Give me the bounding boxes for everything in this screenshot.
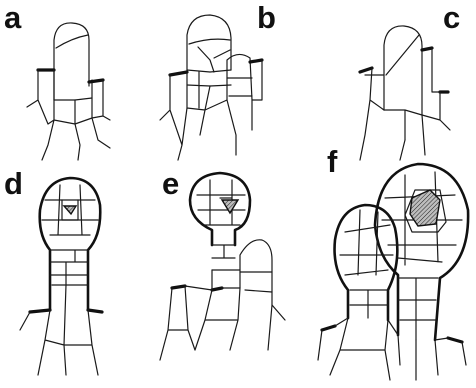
panel-b-drawing <box>160 15 262 160</box>
panel-a-drawing <box>27 23 110 160</box>
panel-label-e: e <box>162 168 179 199</box>
panel-label-b: b <box>257 2 276 33</box>
panel-label-d: d <box>4 168 23 199</box>
panel-label-f: f <box>327 146 337 177</box>
panel-label-a: a <box>4 2 21 33</box>
panel-c-drawing <box>360 26 450 160</box>
panel-f-drawing <box>318 164 468 380</box>
panel-d-drawing <box>20 178 102 375</box>
panel-e-drawing <box>160 173 285 360</box>
panel-label-c: c <box>443 2 460 33</box>
